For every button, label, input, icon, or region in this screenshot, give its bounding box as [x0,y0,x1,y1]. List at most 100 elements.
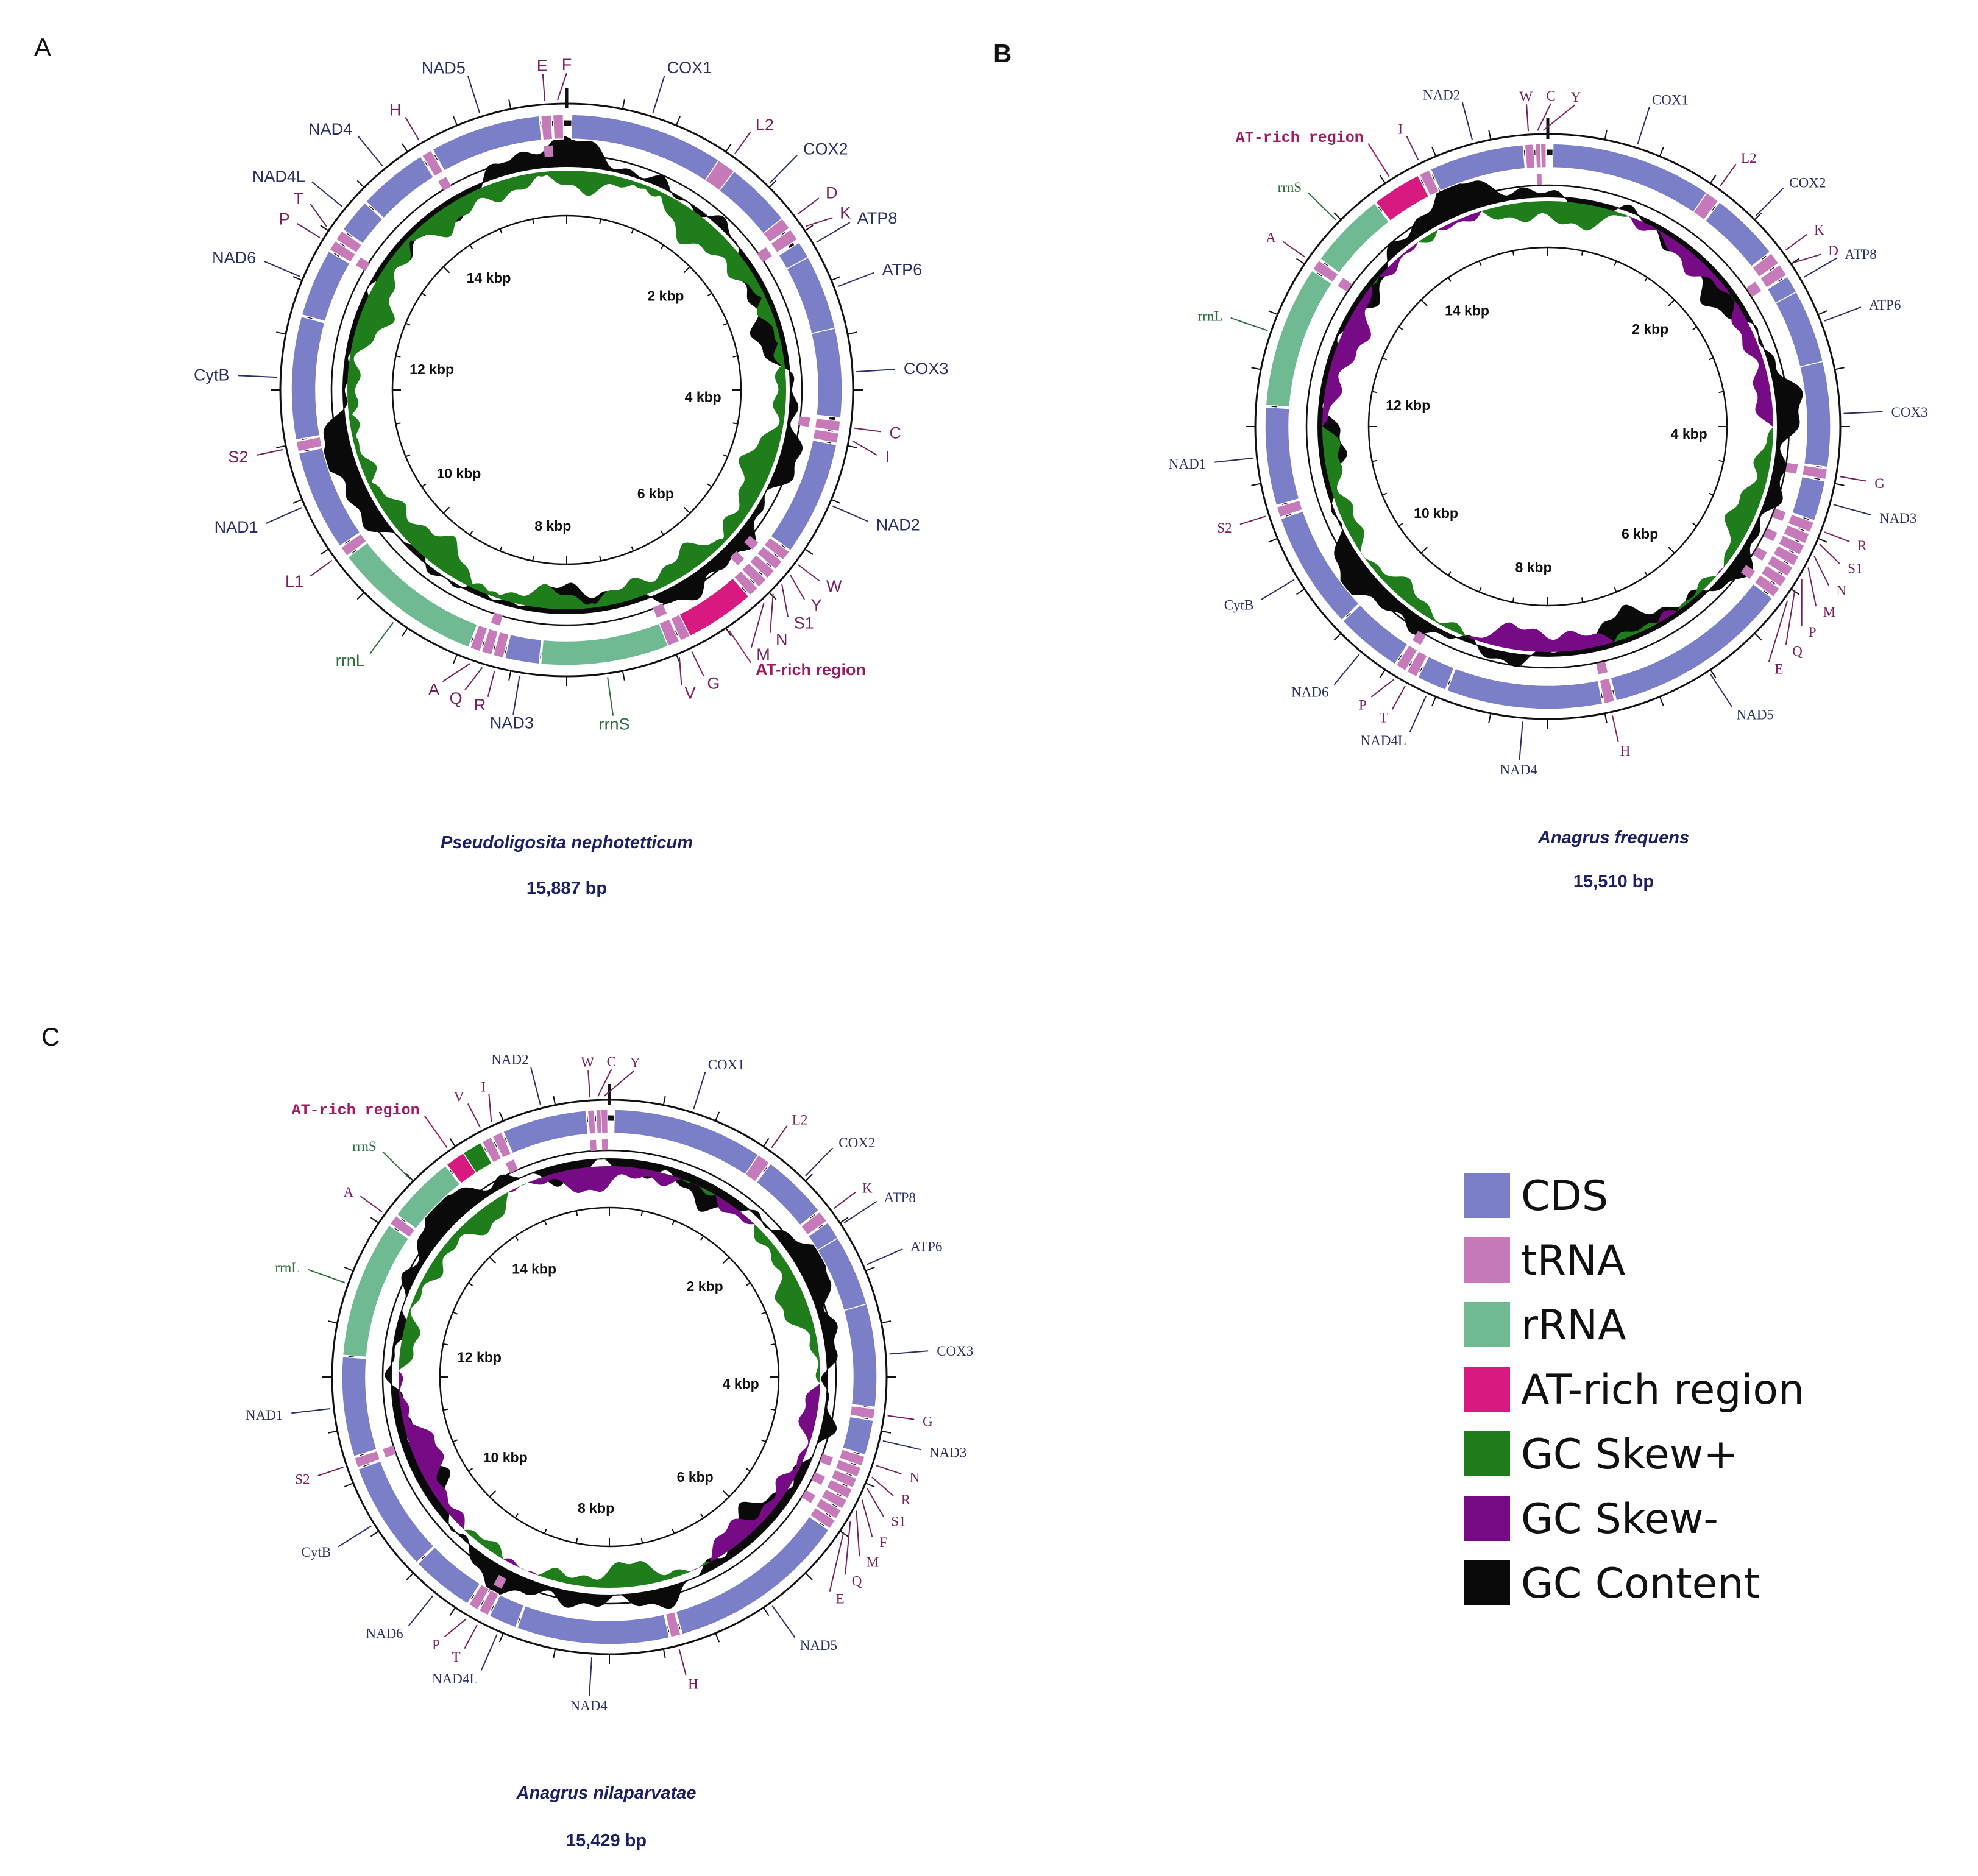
feature-p [1395,644,1419,671]
label-at-rich-region: AT-rich region [292,1102,420,1119]
label-nad1: NAD1 [246,1407,283,1423]
leader-line-m [751,602,765,648]
leader-line-h [1612,715,1619,742]
kbp-tick [575,1211,578,1216]
feature-marker-c [1536,174,1542,185]
label-a: A [343,1184,353,1200]
leader-line-s1 [1819,543,1841,565]
leader-line-p [1370,679,1395,698]
leader-line-n [1813,555,1830,586]
label-n: N [1836,583,1846,598]
outer-tick [1754,212,1762,221]
feature-rrns [540,623,669,666]
label-q: Q [852,1573,862,1588]
leader-line-r [1824,531,1850,542]
outer-tick [1709,175,1717,184]
leader-line-cox1 [652,76,665,113]
leader-line-p [296,223,321,238]
outer-tick [847,445,857,448]
label-atp6: ATP6 [882,261,923,279]
kbp-tick [1668,299,1675,306]
label-v: V [685,684,696,703]
label-c: C [1546,88,1555,104]
outer-tick [449,1607,456,1616]
feature-s1 [1782,524,1810,545]
kbp-label: 10 kbp [483,1449,528,1465]
feature-r [1787,514,1815,533]
feature-marker-n [1763,528,1778,542]
leader-line-h [405,116,420,141]
leader-line-w [798,564,820,582]
kbp-tick [1398,523,1403,527]
feature-nad6 [417,1546,481,1605]
feature-cytb [291,316,325,441]
leader-line-f [861,1499,873,1537]
feature-i [1419,169,1440,197]
outer-tick [1268,310,1278,316]
kbp-label: 4 kbp [723,1376,759,1392]
kbp-tick [723,454,728,458]
feature-marker-s2 [383,1445,396,1458]
feature-marker-n [730,551,745,565]
feature-nad5 [1610,583,1773,702]
kbp-tick [1718,391,1724,394]
label-atp8: ATP8 [884,1190,916,1205]
feature-marker-p [356,257,370,271]
leader-line-nad2 [530,1066,541,1105]
leader-line-f [557,73,567,101]
leader-line-rrnl [369,621,394,654]
kbp-tick [631,228,634,234]
leader-line-c [854,427,881,433]
kbp-tick [405,322,411,326]
label-t: T [452,1649,461,1665]
kbp-tick [499,546,503,551]
feature-marker-r [820,1454,833,1466]
leader-line-cox1 [1637,107,1650,145]
kbp-tick [770,1343,776,1346]
feature-marker-g [1785,462,1798,474]
feature-y [1540,143,1547,168]
outer-tick [805,1573,813,1580]
feature-g [1801,464,1828,480]
label-cox2: COX2 [1789,175,1826,191]
kbp-tick [575,1538,578,1543]
kbp-tick [640,1538,643,1543]
leader-line-k [1785,233,1808,251]
leader-line-e [1768,600,1788,662]
kbp-label: 14 kbp [1445,303,1489,319]
outer-tick [327,1430,338,1434]
leader-line-nad4 [357,135,383,166]
gc-content-plot-inner [391,1159,828,1595]
feature-marker-k [757,247,772,263]
legend-item-gc-content: GC Content [1464,1560,1760,1608]
feature-n [838,1448,866,1467]
label-cox1: COX1 [708,1057,745,1072]
feature-rrnl [347,542,478,648]
outer-tick [508,99,512,110]
kbp-tick [1447,277,1452,282]
label-nad2: NAD2 [1423,88,1460,103]
leader-line-cox2 [1755,187,1784,216]
leader-line-s1 [781,584,789,617]
label-l1: L1 [285,572,303,590]
label-m: M [867,1554,879,1570]
feature-a [469,624,489,652]
leader-line-r [487,670,495,697]
feature-t [1406,650,1428,678]
outer-tick [622,670,625,681]
label-i: I [1398,122,1403,137]
panel-letter-c: C [41,1022,60,1051]
kbp-label: 2 kbp [647,288,684,304]
label-rrns: rrnS [1278,180,1302,195]
legend-label-gc-skew-pos: GC Skew+ [1521,1431,1738,1479]
label-nad4l: NAD4L [432,1671,478,1687]
kbp-tick [469,244,473,250]
label-h: H [688,1677,698,1692]
label-nad3: NAD3 [490,714,534,732]
leader-line-atp6 [867,1248,903,1265]
feature-q [815,1498,842,1520]
feature-m [821,1488,848,1510]
leader-line-rrnl [308,1269,346,1284]
